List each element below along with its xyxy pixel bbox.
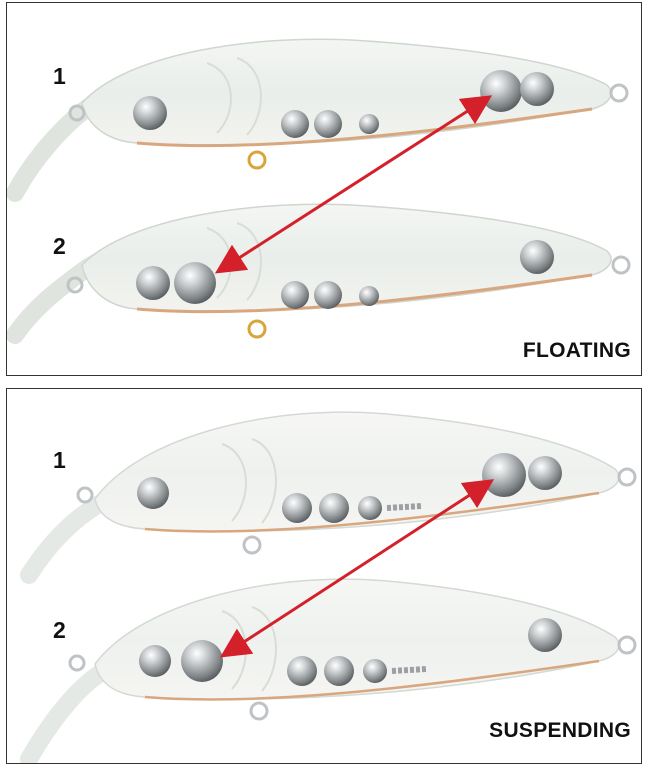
- weight-ball: [363, 659, 387, 683]
- line-tie-ring: [76, 486, 94, 504]
- weight-ball: [139, 645, 171, 677]
- hook-hanger: [242, 535, 262, 555]
- weight-ball: [528, 618, 562, 652]
- weight-ball: [287, 656, 317, 686]
- mode-label-floating: FLOATING: [522, 339, 631, 362]
- suspending-lure-1: [20, 411, 637, 584]
- weight-ball: [174, 262, 216, 304]
- hook-hanger: [249, 701, 269, 721]
- weight-ball: [528, 456, 562, 490]
- weight-ball: [480, 70, 522, 112]
- weight-ball: [133, 96, 167, 130]
- line-tie-ring: [68, 654, 86, 672]
- mode-label-suspending: SUSPENDING: [489, 719, 631, 742]
- weight-transfer-arrow: [214, 95, 493, 274]
- line-tie-ring: [68, 104, 86, 122]
- floating-lure-1: [7, 38, 629, 202]
- hook-hanger: [247, 319, 267, 339]
- lure-number-2: 2: [53, 617, 66, 643]
- line-tie-ring: [66, 276, 84, 294]
- weight-ball: [324, 656, 354, 686]
- weight-ball: [319, 493, 349, 523]
- weight-ball: [314, 281, 342, 309]
- weight-ball: [136, 266, 170, 300]
- weight-ball: [314, 110, 342, 138]
- tail-ring: [609, 83, 629, 103]
- weight-ball: [482, 453, 526, 497]
- weight-ball: [281, 110, 309, 138]
- suspending-illustration: [20, 411, 637, 763]
- weight-ball: [358, 496, 382, 520]
- belly-line: [136, 273, 593, 314]
- weight-transfer-arrow: [219, 479, 495, 658]
- tail-ring: [617, 467, 637, 487]
- belly-line: [144, 659, 600, 701]
- lure-number-1: 1: [53, 447, 66, 473]
- hook-hanger: [247, 150, 267, 170]
- weight-ball: [359, 286, 379, 306]
- floating-illustration: [7, 38, 631, 344]
- weight-ball: [281, 281, 309, 309]
- tail-ring: [611, 255, 631, 275]
- weight-ball: [520, 240, 554, 274]
- weight-ball: [359, 114, 379, 134]
- weight-ball: [181, 640, 223, 682]
- weight-ball: [137, 477, 169, 509]
- floating-panel: 1 2 FLOATING: [6, 2, 642, 376]
- suspending-panel: 1 2 SUSPENDING: [6, 388, 642, 764]
- floating-lure-2: [7, 203, 631, 344]
- lure-number-1: 1: [53, 63, 66, 89]
- tail-ring: [617, 635, 637, 655]
- lure-number-2: 2: [53, 233, 66, 259]
- weight-ball: [520, 72, 554, 106]
- weight-ball: [282, 493, 312, 523]
